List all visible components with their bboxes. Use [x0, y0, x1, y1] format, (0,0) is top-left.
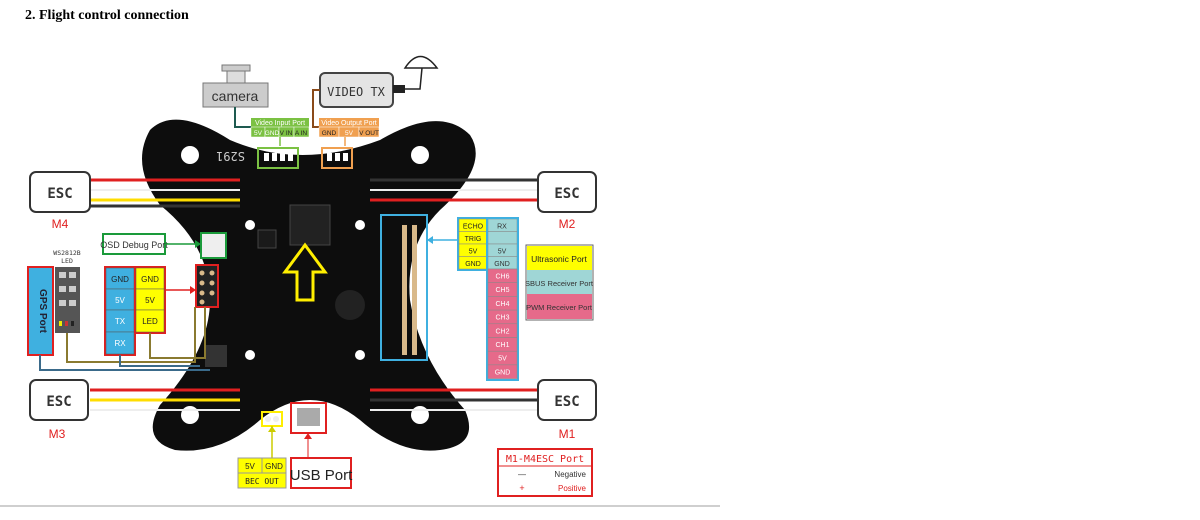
svg-text:Video Output Port: Video Output Port	[321, 120, 377, 127]
svg-text:GND: GND	[111, 275, 129, 284]
svg-text:5V: 5V	[145, 296, 155, 305]
m3-label: M3	[49, 427, 66, 441]
board-mark: S291	[216, 149, 245, 163]
svg-text:Video Input Port: Video Input Port	[255, 120, 305, 127]
svg-text:Positive: Positive	[558, 484, 587, 493]
svg-text:RX: RX	[497, 224, 507, 231]
video-input-port: Video Input Port 5V GND V IN A IN	[250, 118, 310, 169]
pwm-pin-label: 5V	[498, 356, 507, 363]
m2-label: M2	[559, 217, 576, 231]
buzzer	[335, 290, 365, 320]
camera-label: camera	[212, 88, 259, 104]
video-output-port: Video Output Port GND 5V V OUT	[318, 118, 380, 169]
svg-text:Negative: Negative	[554, 470, 586, 479]
svg-text:5V: 5V	[115, 296, 125, 305]
usb-port-label: USB Port	[290, 467, 353, 484]
legend-sbus: SBUS Receiver Port	[525, 279, 594, 288]
svg-text:5V: 5V	[498, 249, 507, 256]
esc-m3: ESC M3	[29, 379, 89, 441]
osd-debug-port: OSD Debug Port	[100, 232, 227, 259]
receiver-header	[380, 214, 428, 361]
horizontal-rule	[0, 505, 720, 507]
esc-wires	[90, 178, 538, 411]
pwm-pin-label: CH5	[495, 287, 509, 294]
svg-text:GND: GND	[141, 275, 159, 284]
antenna-icon	[403, 55, 439, 69]
gps-led-header	[195, 264, 219, 308]
esc-port-legend: M1-M4ESC Port — Negative + Positive	[497, 448, 593, 497]
esc-m1: ESC M1	[537, 379, 597, 441]
svg-text:5V: 5V	[345, 130, 354, 137]
gps-port	[27, 266, 54, 356]
svg-text:+: +	[519, 483, 524, 493]
esc-m2: ESC M2	[537, 171, 597, 231]
pwm-pin-label: CH6	[495, 274, 509, 281]
svg-text:RX: RX	[114, 339, 126, 348]
mcu-chip	[289, 204, 331, 246]
ws2812b-title: WS2812B	[53, 249, 80, 257]
pwm-pin-label: CH2	[495, 328, 509, 335]
svg-text:ESC: ESC	[46, 394, 71, 410]
m4-label: M4	[52, 217, 69, 231]
svg-text:5V: 5V	[469, 249, 478, 256]
svg-text:GND: GND	[265, 462, 283, 471]
svg-text:V OUT: V OUT	[359, 130, 379, 137]
pwm-pin-label: GND	[495, 369, 511, 376]
svg-text:TX: TX	[115, 317, 126, 326]
bec-out-table: 5V GND BEC OUT	[237, 457, 287, 489]
ws2812b-sub: LED	[61, 257, 73, 265]
svg-text:5V: 5V	[254, 130, 263, 137]
orientation-arrow-icon	[282, 242, 328, 302]
legend-pwm: PWM Receiver Port	[526, 303, 593, 312]
svg-text:V IN: V IN	[280, 130, 293, 137]
legend-ultrasonic: Ultrasonic Port	[531, 254, 587, 264]
led-pin-table: GND 5V LED	[134, 266, 166, 334]
svg-text:5V: 5V	[245, 462, 255, 471]
pwm-pin-label: CH4	[495, 301, 509, 308]
svg-text:LED: LED	[142, 317, 158, 326]
video-tx-label: VIDEO TX	[327, 85, 386, 99]
svg-text:BEC OUT: BEC OUT	[245, 477, 279, 486]
pwm-pin-cell	[487, 364, 518, 379]
port-legend: Ultrasonic Port SBUS Receiver Port PWM R…	[525, 244, 594, 321]
svg-text:GND: GND	[322, 130, 337, 137]
svg-text:ESC: ESC	[554, 186, 579, 202]
svg-text:GND: GND	[265, 130, 280, 137]
svg-text:TRIG: TRIG	[465, 236, 482, 243]
svg-text:ESC: ESC	[554, 394, 579, 410]
svg-text:ESC: ESC	[47, 186, 72, 202]
m1-label: M1	[559, 427, 576, 441]
sbus-pin-table: RX 5V GND	[487, 218, 518, 270]
svg-text:OSD Debug Port: OSD Debug Port	[100, 240, 168, 250]
esc-m4: ESC M4	[29, 171, 91, 231]
svg-text:A IN: A IN	[295, 130, 308, 137]
usb-port-box	[290, 457, 352, 489]
mounting-holes	[181, 146, 429, 424]
svg-text:GND: GND	[465, 261, 481, 268]
flight-controller-board	[142, 119, 476, 451]
pwm-pin-label: CH1	[495, 342, 509, 349]
svg-text:—: —	[518, 470, 526, 479]
svg-text:M1-M4ESC Port: M1-M4ESC Port	[506, 454, 584, 465]
section-heading: 2. Flight control connection	[25, 8, 189, 23]
pwm-pin-label: CH3	[495, 315, 509, 322]
gps-port-label: GPS Port	[37, 289, 48, 334]
svg-text:ECHO: ECHO	[463, 224, 484, 231]
gps-pin-table: GND 5V TX RX	[104, 266, 136, 356]
svg-text:GND: GND	[494, 261, 510, 268]
